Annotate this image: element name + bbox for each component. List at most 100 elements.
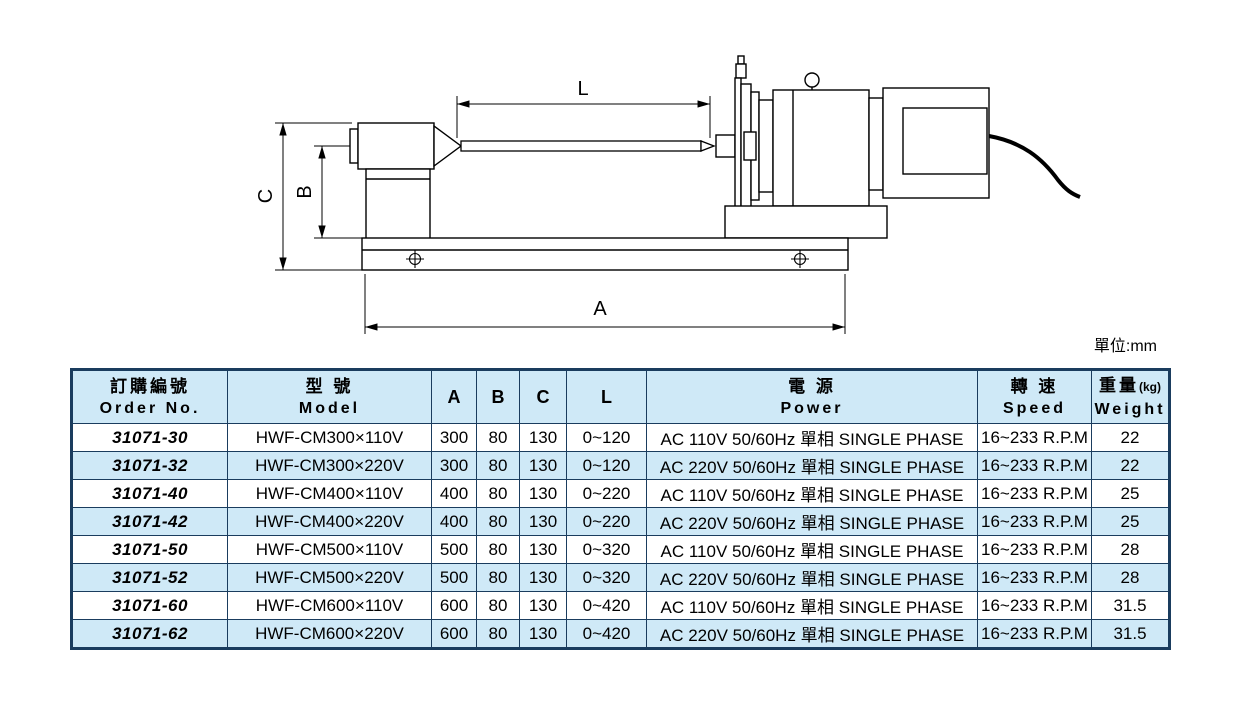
cell-weight: 31.5 bbox=[1091, 619, 1170, 649]
col-header-weight: 重量(kg) Weight bbox=[1091, 369, 1170, 424]
cell-order-no: 31071-60 bbox=[71, 591, 228, 620]
cell-l: 0~420 bbox=[566, 591, 647, 620]
cell-power: AC 220V 50/60Hz 單相 SINGLE PHASE bbox=[646, 507, 978, 536]
cell-weight: 28 bbox=[1091, 535, 1170, 564]
power-cord bbox=[988, 134, 1081, 199]
cell-power: AC 110V 50/60Hz 單相 SINGLE PHASE bbox=[646, 591, 978, 620]
workpiece-shaft bbox=[460, 140, 716, 152]
col-header-c: C bbox=[519, 369, 567, 424]
cell-l: 0~320 bbox=[566, 563, 647, 592]
mount-hole-right bbox=[791, 250, 809, 268]
header-speed-en: Speed bbox=[1002, 399, 1066, 417]
cell-power: AC 110V 50/60Hz 單相 SINGLE PHASE bbox=[646, 535, 978, 564]
cell-weight: 25 bbox=[1091, 507, 1170, 536]
col-header-order: 訂購編號 Order No. bbox=[71, 369, 228, 424]
cell-c: 130 bbox=[519, 535, 567, 564]
cell-speed: 16~233 R.P.M bbox=[977, 423, 1092, 452]
cell-a: 500 bbox=[431, 535, 477, 564]
cell-model: HWF-CM600×110V bbox=[227, 591, 432, 620]
cell-speed: 16~233 R.P.M bbox=[977, 563, 1092, 592]
cell-c: 130 bbox=[519, 507, 567, 536]
mount-hole-left bbox=[406, 250, 424, 268]
table-row: 31071-40 HWF-CM400×110V 400 80 130 0~220… bbox=[71, 479, 1170, 508]
cell-a: 400 bbox=[431, 507, 477, 536]
col-header-l: L bbox=[566, 369, 647, 424]
cell-b: 80 bbox=[476, 535, 520, 564]
gearbox bbox=[772, 89, 870, 207]
cell-a: 600 bbox=[431, 591, 477, 620]
cell-l: 0~220 bbox=[566, 479, 647, 508]
cell-a: 300 bbox=[431, 451, 477, 480]
col-header-b: B bbox=[476, 369, 520, 424]
table-row: 31071-52 HWF-CM500×220V 500 80 130 0~320… bbox=[71, 563, 1170, 592]
unit-note: 單位:mm bbox=[1094, 337, 1157, 355]
cell-order-no: 31071-40 bbox=[71, 479, 228, 508]
cell-model: HWF-CM400×110V bbox=[227, 479, 432, 508]
header-weight-en: Weight bbox=[1094, 400, 1166, 418]
cell-model: HWF-CM500×220V bbox=[227, 563, 432, 592]
cell-c: 130 bbox=[519, 423, 567, 452]
cell-l: 0~120 bbox=[566, 423, 647, 452]
cell-l: 0~320 bbox=[566, 535, 647, 564]
header-power-zh: 電 源 bbox=[788, 376, 836, 396]
col-header-speed: 轉 速 Speed bbox=[977, 369, 1092, 424]
header-weight-zh: 重量(kg) bbox=[1093, 374, 1169, 399]
faceplate bbox=[734, 77, 742, 215]
cell-weight: 31.5 bbox=[1091, 591, 1170, 620]
cell-weight: 22 bbox=[1091, 423, 1170, 452]
cell-l: 0~420 bbox=[566, 619, 647, 649]
table-row: 31071-50 HWF-CM500×110V 500 80 130 0~320… bbox=[71, 535, 1170, 564]
cell-b: 80 bbox=[476, 563, 520, 592]
cell-a: 400 bbox=[431, 479, 477, 508]
dimension-a: A bbox=[364, 274, 846, 334]
cell-weight: 28 bbox=[1091, 563, 1170, 592]
cell-model: HWF-CM300×220V bbox=[227, 451, 432, 480]
cell-order-no: 31071-32 bbox=[71, 451, 228, 480]
motor bbox=[868, 87, 1081, 199]
cell-model: HWF-CM300×110V bbox=[227, 423, 432, 452]
grease-cap bbox=[804, 72, 820, 88]
cell-power: AC 220V 50/60Hz 單相 SINGLE PHASE bbox=[646, 451, 978, 480]
cell-power: AC 110V 50/60Hz 單相 SINGLE PHASE bbox=[646, 423, 978, 452]
cell-model: HWF-CM400×220V bbox=[227, 507, 432, 536]
technical-drawing: L A C B 單位:mm bbox=[255, 55, 1157, 355]
motor-flange bbox=[868, 97, 884, 191]
cell-weight: 25 bbox=[1091, 479, 1170, 508]
dimension-b: B bbox=[294, 145, 366, 239]
cell-speed: 16~233 R.P.M bbox=[977, 619, 1092, 649]
dim-label-a: A bbox=[593, 298, 607, 320]
col-header-a: A bbox=[431, 369, 477, 424]
table-row: 31071-60 HWF-CM600×110V 600 80 130 0~420… bbox=[71, 591, 1170, 620]
chuck-clamp bbox=[715, 134, 736, 158]
dim-label-c: C bbox=[255, 189, 277, 203]
header-order-en: Order No. bbox=[99, 399, 201, 417]
header-power-en: Power bbox=[780, 399, 844, 417]
col-header-power: 電 源 Power bbox=[646, 369, 978, 424]
header-speed-zh: 轉 速 bbox=[1010, 376, 1059, 396]
cell-power: AC 220V 50/60Hz 單相 SINGLE PHASE bbox=[646, 619, 978, 649]
cell-order-no: 31071-30 bbox=[71, 423, 228, 452]
cell-l: 0~120 bbox=[566, 451, 647, 480]
headstock bbox=[715, 55, 870, 215]
clamp-bolt bbox=[735, 63, 747, 79]
dimension-l: L bbox=[456, 78, 711, 138]
base-plate bbox=[361, 237, 849, 271]
motor-plate bbox=[902, 107, 988, 175]
cell-c: 130 bbox=[519, 451, 567, 480]
header-model-en: Model bbox=[298, 399, 361, 417]
cell-speed: 16~233 R.P.M bbox=[977, 479, 1092, 508]
cell-power: AC 220V 50/60Hz 單相 SINGLE PHASE bbox=[646, 563, 978, 592]
spec-table: 訂購編號 Order No. 型 號 Model A B C L 電 源 Pow… bbox=[70, 368, 1171, 650]
cell-b: 80 bbox=[476, 451, 520, 480]
cell-order-no: 31071-62 bbox=[71, 619, 228, 649]
cell-speed: 16~233 R.P.M bbox=[977, 591, 1092, 620]
cell-order-no: 31071-52 bbox=[71, 563, 228, 592]
weight-unit: (kg) bbox=[1139, 379, 1161, 394]
cell-c: 130 bbox=[519, 563, 567, 592]
col-header-model: 型 號 Model bbox=[227, 369, 432, 424]
header-order-zh: 訂購編號 bbox=[110, 376, 190, 396]
table-row: 31071-62 HWF-CM600×220V 600 80 130 0~420… bbox=[71, 619, 1170, 649]
cell-a: 500 bbox=[431, 563, 477, 592]
tailstock bbox=[349, 122, 463, 241]
